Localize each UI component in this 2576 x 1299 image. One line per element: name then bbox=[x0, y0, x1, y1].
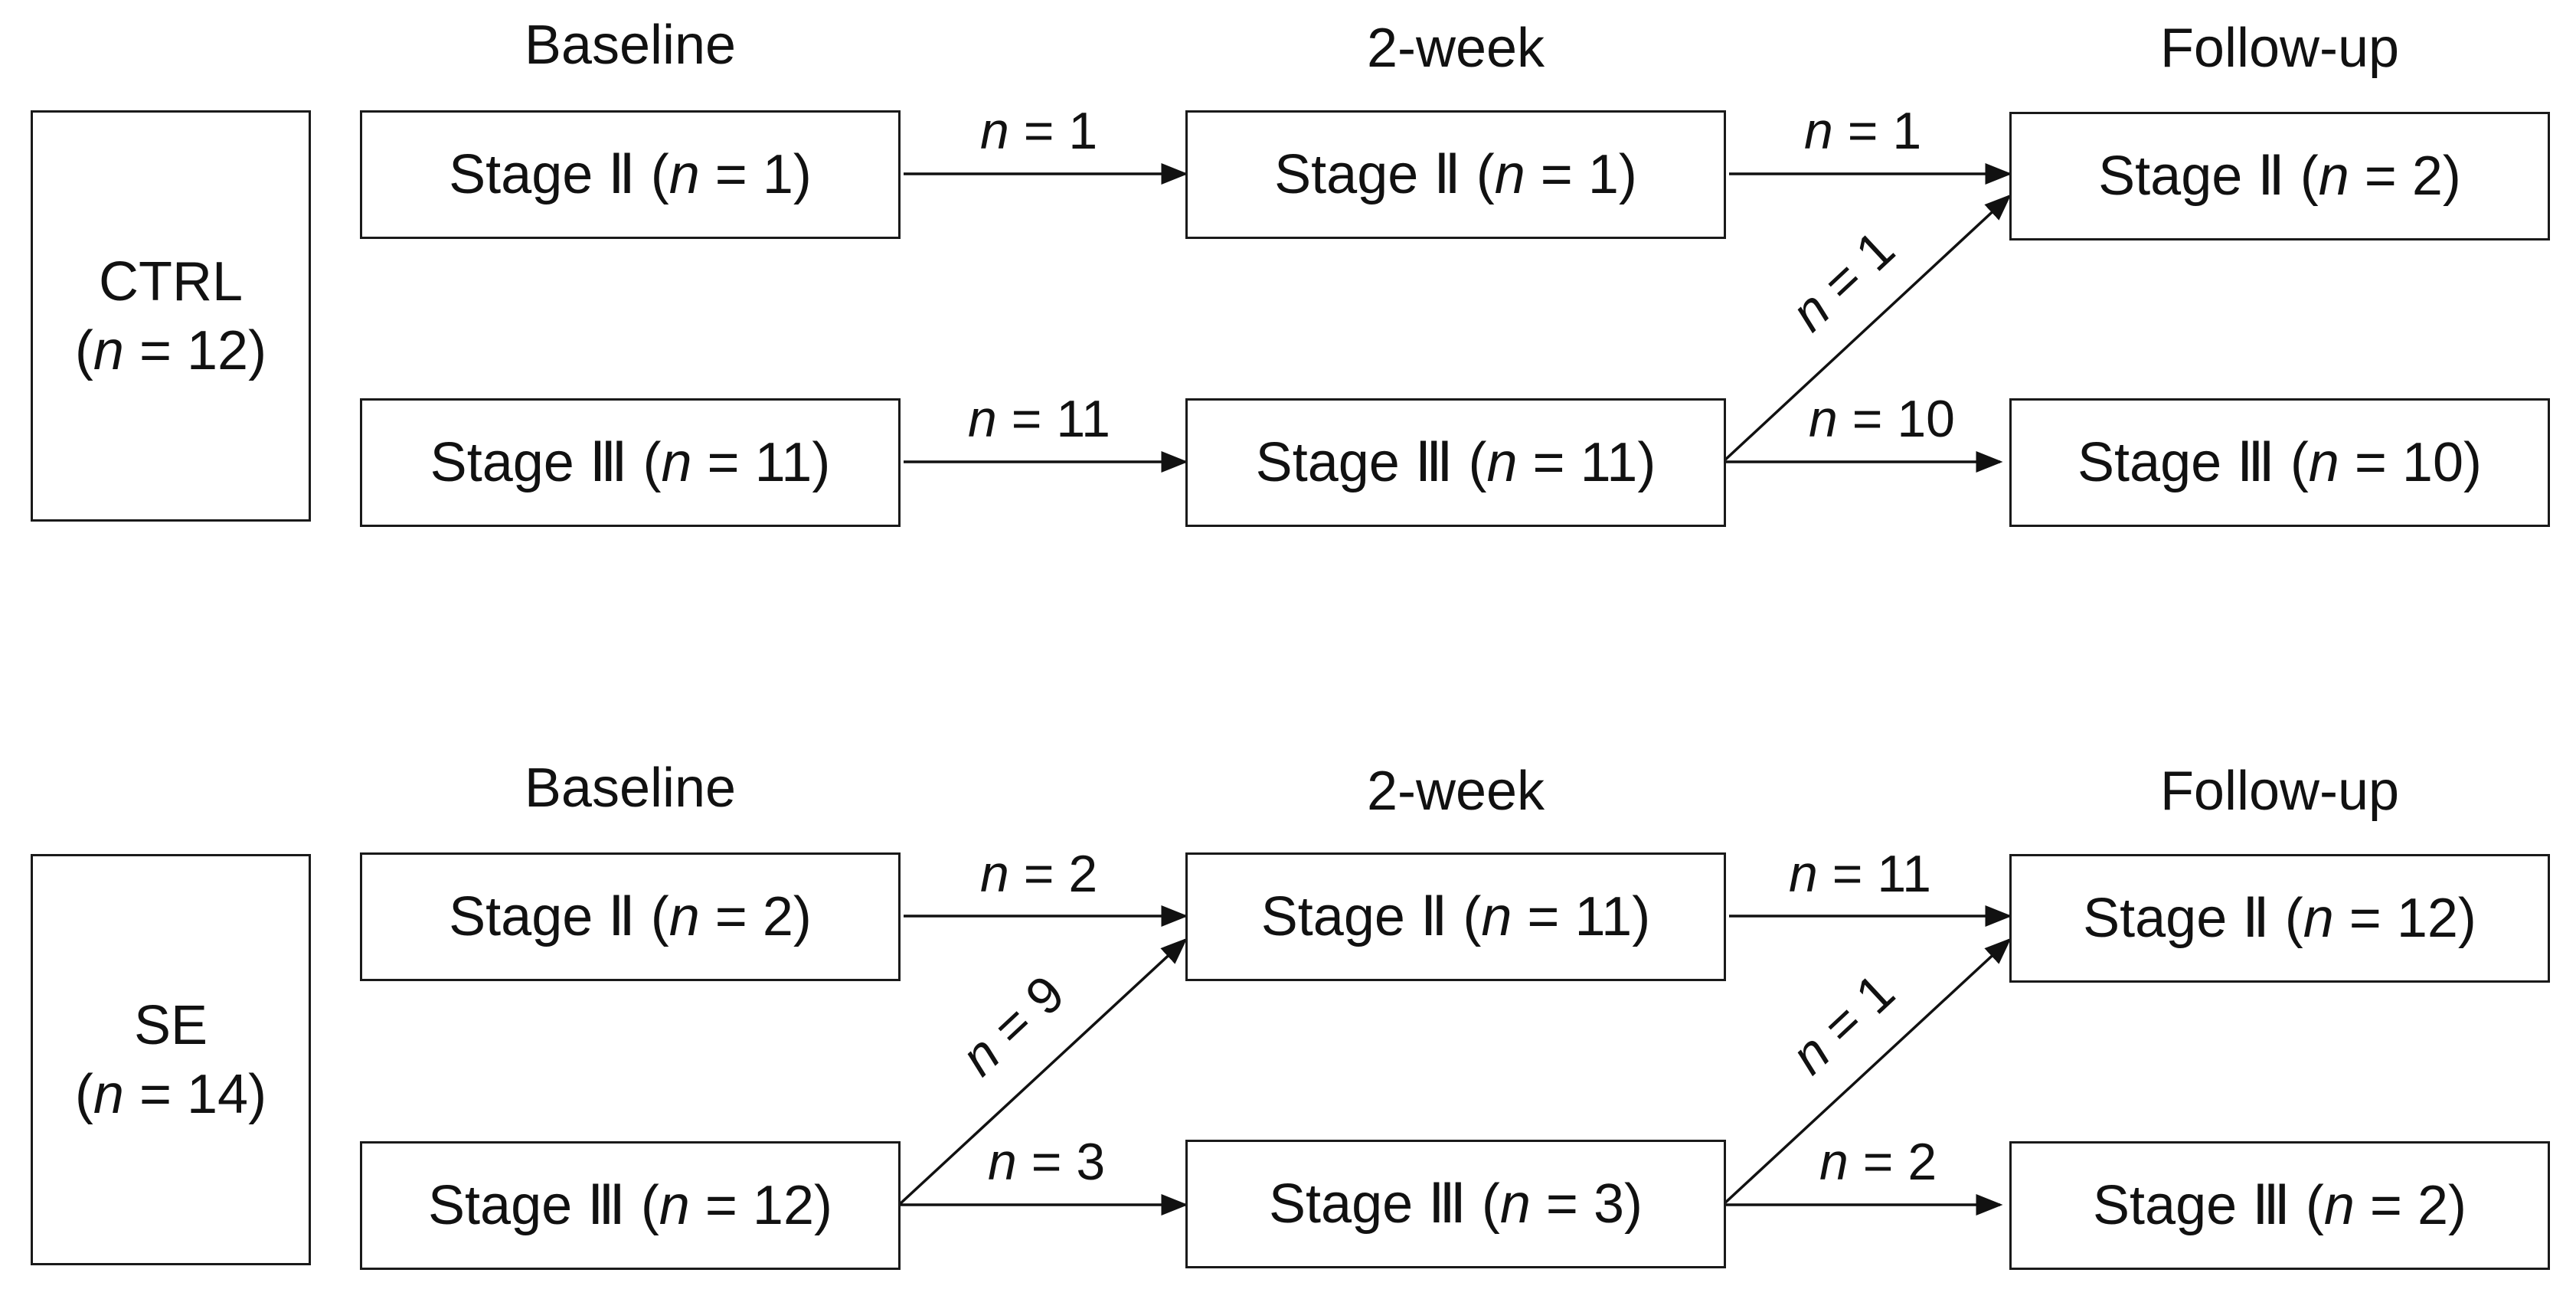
column-header-baseline: Baseline bbox=[524, 757, 737, 819]
arrow-ctrl-week2-3-to-followup-2 bbox=[1721, 194, 2012, 463]
se-week2-stage-2-box: Stage Ⅱ (n = 11) bbox=[1185, 852, 1726, 981]
column-header-follow-up: Follow-up bbox=[2159, 761, 2400, 822]
group-box-se: SE (n = 14) bbox=[31, 854, 311, 1265]
ctrl-baseline-stage-2-box: Stage Ⅱ (n = 1) bbox=[360, 110, 901, 239]
se-baseline-stage-2-box: Stage Ⅱ (n = 2) bbox=[360, 852, 901, 981]
se-followup-stage-2-box: Stage Ⅱ (n = 12) bbox=[2009, 854, 2550, 983]
se-transition-label: n = 2 bbox=[980, 845, 1098, 903]
ctrl-followup-stage-3-box: Stage Ⅲ (n = 10) bbox=[2009, 398, 2550, 527]
ctrl-followup-stage-2-box: Stage Ⅱ (n = 2) bbox=[2009, 112, 2550, 240]
group-box-ctrl: CTRL (n = 12) bbox=[31, 110, 311, 522]
column-header-2-week: 2-week bbox=[1366, 18, 1545, 79]
se-transition-label: n = 2 bbox=[1819, 1133, 1937, 1191]
group-count: (n = 14) bbox=[74, 1063, 267, 1125]
ctrl-transition-label: n = 11 bbox=[968, 390, 1110, 448]
arrow-se-week2-3-to-followup-2 bbox=[1721, 937, 2012, 1206]
se-week2-stage-3-box: Stage Ⅲ (n = 3) bbox=[1185, 1140, 1726, 1268]
group-name: SE bbox=[133, 994, 208, 1056]
se-transition-label: n = 11 bbox=[1789, 845, 1931, 903]
ctrl-transition-label: n = 10 bbox=[1809, 390, 1955, 448]
ctrl-week2-stage-3-box: Stage Ⅲ (n = 11) bbox=[1185, 398, 1726, 527]
arrow-se-baseline3-to-week2-2 bbox=[897, 937, 1188, 1206]
ctrl-week2-stage-2-box: Stage Ⅱ (n = 1) bbox=[1185, 110, 1726, 239]
column-header-follow-up: Follow-up bbox=[2159, 18, 2400, 79]
column-header-baseline: Baseline bbox=[524, 15, 737, 76]
group-name: CTRL bbox=[98, 250, 243, 312]
se-baseline-stage-3-box: Stage Ⅲ (n = 12) bbox=[360, 1141, 901, 1270]
ctrl-transition-label: n = 1 bbox=[1804, 102, 1922, 160]
column-header-2-week: 2-week bbox=[1366, 761, 1545, 822]
se-followup-stage-3-box: Stage Ⅲ (n = 2) bbox=[2009, 1141, 2550, 1270]
ctrl-baseline-stage-3-box: Stage Ⅲ (n = 11) bbox=[360, 398, 901, 527]
se-transition-label: n = 3 bbox=[988, 1133, 1106, 1191]
group-count: (n = 12) bbox=[74, 319, 267, 381]
ctrl-transition-label: n = 1 bbox=[980, 102, 1098, 160]
